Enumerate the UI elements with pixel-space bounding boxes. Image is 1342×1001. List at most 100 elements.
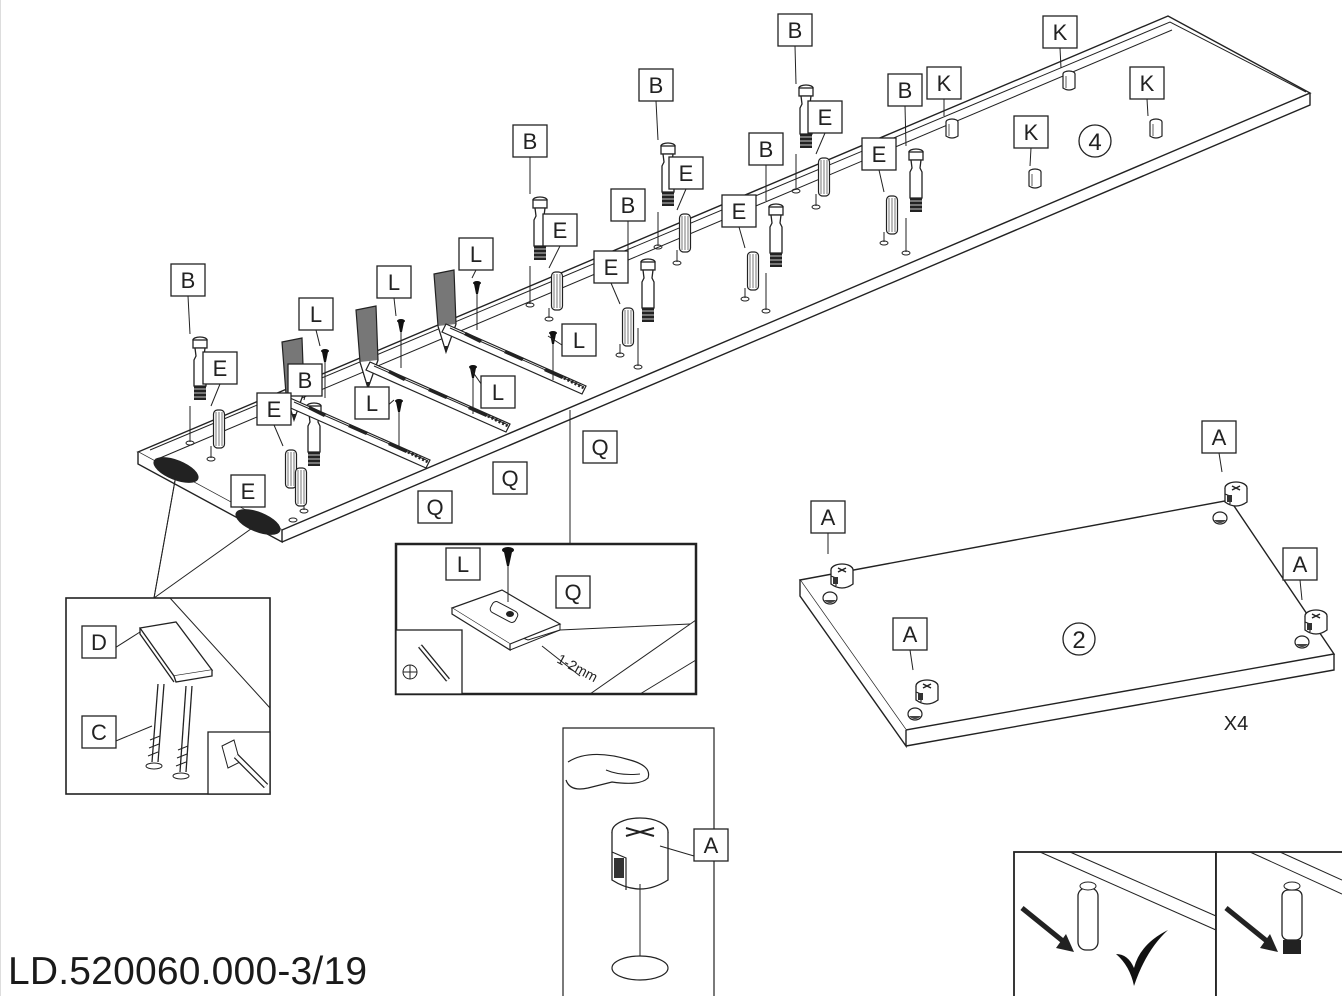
- part-letter: K: [1140, 71, 1155, 96]
- part-label-box: [777, 13, 813, 47]
- part-letter: E: [732, 199, 747, 224]
- part-label-box: [512, 124, 548, 158]
- part-letter: E: [604, 255, 619, 280]
- part-label-c: C: [81, 715, 117, 749]
- part-label-box: [376, 265, 412, 299]
- leader-line-e: [738, 226, 746, 249]
- part-letter: L: [310, 302, 322, 327]
- leader-line-k: [1059, 47, 1062, 69]
- leader-line-b: [904, 105, 907, 147]
- part-label-box: [445, 547, 481, 581]
- part-label-e: E: [230, 474, 266, 508]
- leader-line-e: [878, 169, 885, 193]
- part-letter: Q: [426, 495, 443, 520]
- leader-line-b: [187, 295, 191, 335]
- leader-line-l: [471, 269, 477, 279]
- part-label-box: [1129, 66, 1165, 100]
- part-label-box: [1201, 420, 1237, 454]
- part-letter: K: [1024, 120, 1039, 145]
- part-label-box: [892, 617, 928, 651]
- part-label-b: B: [748, 132, 784, 166]
- part-label-box: [861, 137, 897, 171]
- leader-line-e: [548, 245, 561, 269]
- part-letter: B: [621, 193, 636, 218]
- part-label-l: L: [480, 375, 516, 409]
- part-label-box: [1282, 547, 1318, 581]
- part-letter: E: [818, 105, 833, 130]
- part-label-e: E: [202, 351, 238, 385]
- leader-line-l: [315, 329, 321, 347]
- part-label-q: Q: [555, 575, 591, 609]
- part-label-b: B: [887, 73, 923, 107]
- part-label-q: Q: [492, 461, 528, 495]
- side-board: [798, 499, 1336, 749]
- step-number-2: 2: [1072, 627, 1085, 654]
- part-letter: Q: [591, 435, 608, 460]
- part-label-e: E: [256, 392, 292, 426]
- cam-holes: [822, 511, 1310, 721]
- part-label-box: [298, 297, 334, 331]
- part-label-box: [1042, 15, 1078, 49]
- part-letter: E: [267, 397, 282, 422]
- part-letter: L: [457, 552, 469, 577]
- leader-line-e: [210, 383, 221, 407]
- part-letter: E: [241, 479, 256, 504]
- leader-line-e: [273, 424, 284, 447]
- part-letter: K: [1053, 20, 1068, 45]
- part-label-e: E: [668, 156, 704, 190]
- part-label-b: B: [777, 13, 813, 47]
- cam-bolts-group: [185, 84, 924, 514]
- part-label-box: [287, 363, 323, 397]
- part-letter: B: [298, 368, 313, 393]
- part-label-a: A: [1201, 420, 1237, 454]
- part-letter: L: [492, 380, 504, 405]
- hardware-detail-box: [65, 474, 271, 795]
- part-label-b: B: [610, 188, 646, 222]
- quantity-label: X4: [1224, 713, 1248, 735]
- part-letter: B: [788, 18, 803, 43]
- part-letter: A: [903, 622, 918, 647]
- part-label-e: E: [593, 250, 629, 284]
- part-label-e: E: [807, 100, 843, 134]
- part-label-box: [492, 461, 528, 495]
- part-letter: E: [553, 218, 568, 243]
- part-label-q: Q: [417, 490, 453, 524]
- dowels-group: [206, 157, 899, 523]
- part-label-box: [593, 250, 629, 284]
- part-letter: A: [704, 833, 719, 858]
- part-letter: B: [759, 137, 774, 162]
- part-label-box: [638, 68, 674, 102]
- part-label-k: K: [1013, 115, 1049, 149]
- part-label-a: A: [810, 500, 846, 534]
- part-label-k: K: [926, 66, 962, 100]
- part-label-box: [417, 490, 453, 524]
- leader-line-e: [815, 132, 826, 155]
- part-label-q: Q: [582, 430, 618, 464]
- part-label-box: [555, 575, 591, 609]
- part-label-box: [748, 132, 784, 166]
- edge-banding-mark: [235, 509, 281, 535]
- part-letter: B: [523, 129, 538, 154]
- part-label-l: L: [298, 297, 334, 331]
- correct-bolt-inset: [1013, 851, 1217, 1001]
- part-label-a: A: [892, 617, 928, 651]
- cam-insert-detail: [562, 727, 715, 996]
- leader-line-b: [794, 45, 797, 85]
- part-label-box: [807, 100, 843, 134]
- part-label-box: [542, 213, 578, 247]
- step-marker-4: 4: [1078, 124, 1112, 158]
- leader-line-a: [1299, 579, 1303, 601]
- part-label-b: B: [512, 124, 548, 158]
- part-label-box: [480, 375, 516, 409]
- leader-line-e: [610, 282, 621, 305]
- part-label-k: K: [1042, 15, 1078, 49]
- part-label-box: [256, 392, 292, 426]
- part-label-box: [561, 323, 597, 357]
- part-label-box: [458, 237, 494, 271]
- part-label-b: B: [638, 68, 674, 102]
- part-label-box: [81, 625, 117, 659]
- part-letter: K: [937, 71, 952, 96]
- part-letter: B: [181, 268, 196, 293]
